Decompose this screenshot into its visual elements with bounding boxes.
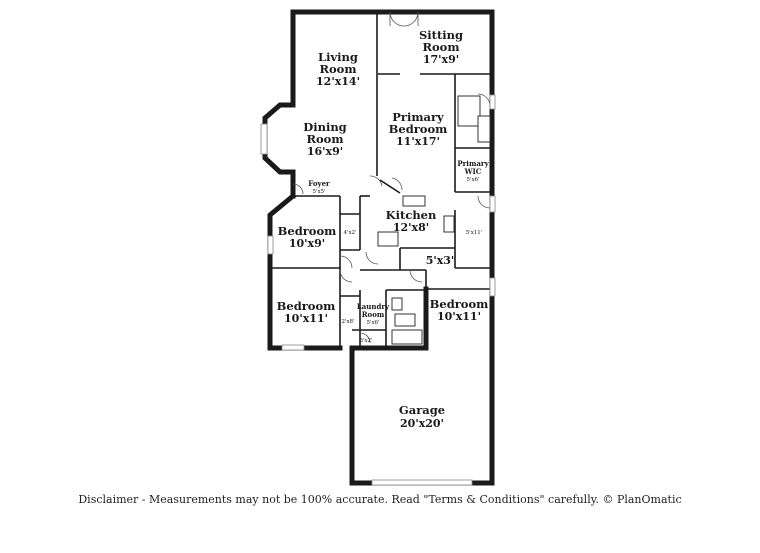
fixtures bbox=[377, 95, 491, 345]
closet-b-label: 2'x8' bbox=[341, 319, 354, 325]
svg-text:10'x9': 10'x9' bbox=[289, 237, 325, 250]
room-foyer: Foyer 5'x5' bbox=[308, 179, 330, 195]
room-garage: Garage 20'x20' bbox=[399, 403, 445, 430]
svg-text:11'x17': 11'x17' bbox=[396, 135, 440, 148]
room-bedroom-left: Bedroom 10'x11' bbox=[277, 299, 336, 325]
svg-text:Primary: Primary bbox=[392, 110, 444, 124]
svg-text:Sitting: Sitting bbox=[419, 28, 463, 42]
svg-text:12'x14': 12'x14' bbox=[316, 75, 360, 88]
interior-walls bbox=[270, 12, 492, 348]
svg-text:Room: Room bbox=[306, 132, 343, 146]
svg-text:Living: Living bbox=[318, 50, 358, 64]
bath-label: 5'x3' bbox=[426, 254, 455, 267]
room-primary-wic: Primary WIC 5'x6' bbox=[457, 159, 489, 183]
svg-text:Laundry: Laundry bbox=[357, 302, 390, 311]
room-primary-bedroom: Primary Bedroom 11'x17' bbox=[389, 110, 448, 148]
svg-text:Garage: Garage bbox=[399, 403, 445, 417]
room-laundry: Laundry Room 5'x6' bbox=[357, 302, 390, 326]
svg-text:Room: Room bbox=[319, 62, 356, 76]
closet-a-label: 4'x2' bbox=[343, 230, 356, 236]
svg-text:Bedroom: Bedroom bbox=[278, 224, 337, 238]
svg-text:16'x9': 16'x9' bbox=[307, 145, 343, 158]
svg-text:Kitchen: Kitchen bbox=[386, 208, 437, 222]
svg-text:Bedroom: Bedroom bbox=[277, 299, 336, 313]
room-dining: Dining Room 16'x9' bbox=[303, 120, 346, 158]
room-living: Living Room 12'x14' bbox=[316, 50, 360, 88]
svg-text:Primary: Primary bbox=[457, 159, 489, 168]
svg-text:20'x20': 20'x20' bbox=[400, 417, 444, 430]
svg-text:Bedroom: Bedroom bbox=[389, 122, 448, 136]
svg-text:Bedroom: Bedroom bbox=[430, 297, 489, 311]
svg-text:Room: Room bbox=[422, 40, 459, 54]
room-bedroom-top: Bedroom 10'x9' bbox=[278, 224, 337, 250]
svg-text:5'x6': 5'x6' bbox=[466, 177, 479, 183]
room-kitchen: Kitchen 12'x8' bbox=[386, 208, 437, 234]
svg-text:Foyer: Foyer bbox=[308, 179, 330, 188]
svg-text:17'x9': 17'x9' bbox=[423, 53, 459, 66]
svg-text:10'x11': 10'x11' bbox=[284, 312, 328, 325]
disclaimer-text: Disclaimer - Measurements may not be 100… bbox=[78, 493, 682, 506]
closet-c-label: 3'x2' bbox=[359, 338, 372, 344]
svg-text:Room: Room bbox=[362, 310, 385, 319]
svg-text:WIC: WIC bbox=[464, 167, 482, 176]
room-sitting: Sitting Room 17'x9' bbox=[419, 28, 463, 66]
pantry-label: 5'x11' bbox=[466, 230, 483, 236]
svg-text:Dining: Dining bbox=[303, 120, 346, 134]
room-bedroom-right: Bedroom 10'x11' bbox=[430, 297, 489, 323]
windows bbox=[260, 94, 496, 486]
svg-text:10'x11': 10'x11' bbox=[437, 310, 481, 323]
svg-text:5'x5': 5'x5' bbox=[312, 189, 325, 195]
svg-text:5'x6': 5'x6' bbox=[366, 320, 379, 326]
svg-text:12'x8': 12'x8' bbox=[393, 221, 429, 234]
